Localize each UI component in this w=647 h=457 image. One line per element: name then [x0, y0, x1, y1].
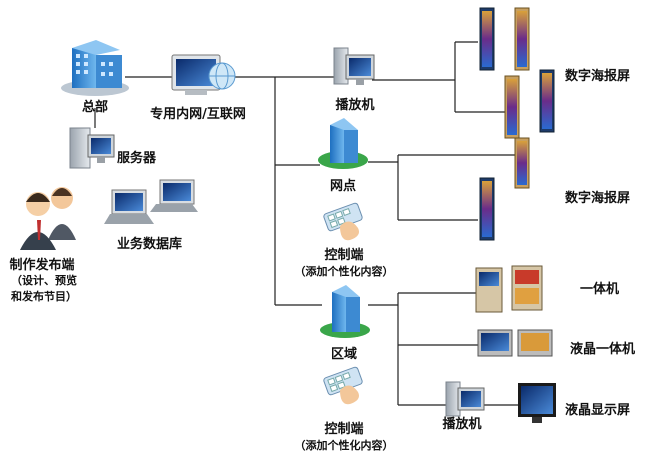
database-label: 业务数据库: [117, 237, 183, 252]
publisher-note-line2: 和发布节目）: [11, 290, 77, 303]
digital-poster-screen-icon: [479, 137, 530, 241]
region-building-icon: [320, 285, 370, 338]
branch-building-icon: [318, 118, 368, 169]
network-label: 专用内网/互联网: [150, 107, 246, 122]
connection-lines: [94, 41, 520, 406]
lcd-all-in-one-icon: [477, 329, 553, 357]
server-label: 服务器: [117, 151, 157, 166]
publisher-people-icon: [20, 187, 76, 250]
digital-poster-screen-icon: [479, 7, 555, 139]
poster1-label: 数字海报屏: [565, 69, 631, 84]
server-icon: [69, 127, 115, 169]
database-computers-icon: [104, 179, 198, 224]
player-top-label: 播放机: [335, 98, 375, 113]
control1-note: （添加个性化内容）: [294, 265, 394, 278]
hq-label: 总部: [81, 100, 109, 115]
lcd-display-label: 液晶显示屏: [565, 403, 631, 418]
region-label: 区域: [330, 347, 358, 362]
network-computer-icon: [171, 54, 236, 95]
player-top-icon: [333, 47, 375, 85]
poster2-label: 数字海报屏: [565, 191, 631, 206]
control1-label: 控制端: [324, 248, 364, 263]
publisher-label: 制作发布端: [9, 258, 75, 273]
player-bottom-icon: [445, 381, 485, 417]
control-terminal-icon: [323, 366, 363, 405]
all-in-one-kiosk-icon: [475, 265, 543, 313]
allinone-label: 一体机: [580, 282, 620, 297]
branch-label: 网点: [329, 179, 357, 194]
control2-note: （添加个性化内容）: [294, 439, 394, 452]
lcd-display-icon: [518, 383, 556, 423]
control-terminal-icon: [323, 202, 363, 241]
hq-building-icon: [61, 40, 129, 96]
player-bottom-label: 播放机: [442, 417, 482, 432]
lcd-allinone-label: 液晶一体机: [570, 342, 636, 357]
control2-label: 控制端: [324, 422, 364, 437]
publisher-note-line1: （设计、预览: [11, 274, 77, 287]
